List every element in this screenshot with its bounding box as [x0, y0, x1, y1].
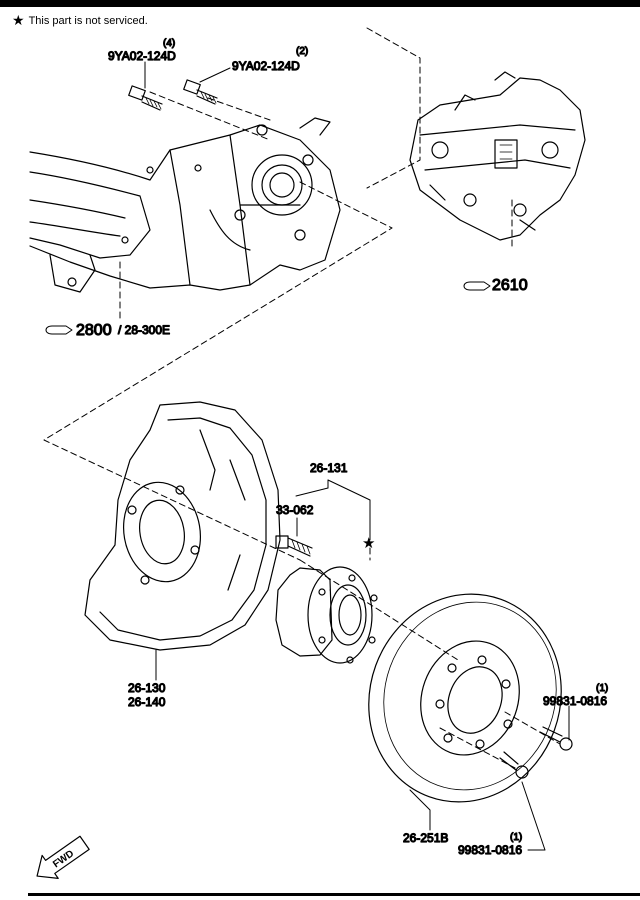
knuckle-ref-main: 2800 — [76, 322, 112, 339]
callout-leaders — [144, 61, 570, 851]
bolt-a-icon — [128, 85, 163, 111]
screw-b-icon — [499, 751, 529, 779]
caliper-icon — [409, 71, 586, 241]
dust-shield-label-1: 26-130 — [128, 681, 166, 695]
fwd-arrow-icon: FWD — [36, 835, 90, 879]
brake-disc-icon — [368, 593, 562, 803]
wheel-hub-icon — [275, 566, 378, 664]
hub-assembly-label: 26-131 — [310, 461, 348, 475]
disc-label: 26-251B — [403, 831, 448, 845]
star-icon: ★ — [362, 534, 375, 552]
hub-bolt-icon — [275, 535, 313, 557]
bolt-b-qty: (2) — [296, 46, 308, 57]
knuckle-ref: 2800 / 28-300E — [45, 321, 171, 340]
not-serviced-note: ★This part is not serviced. — [12, 12, 148, 29]
caliper-ref: 2610 — [463, 276, 528, 295]
screw-a-qty: (1) — [596, 683, 608, 694]
hub-bolt-label: 33-062 — [276, 503, 314, 517]
screw-b-qty: (1) — [510, 832, 522, 843]
bolt-b-icon — [183, 79, 218, 105]
bottom-border — [28, 893, 640, 896]
bolt-a-qty: (4) — [163, 38, 175, 49]
dust-shield-label-2: 26-140 — [128, 695, 166, 709]
top-border — [0, 0, 640, 7]
star-icon: ★ — [12, 12, 25, 28]
bolt-b-code: 9YA02-124D — [232, 59, 300, 73]
dust-shield-icon — [84, 401, 281, 651]
screw-a-icon — [539, 726, 573, 751]
screw-a-code: 99831-0816 — [543, 694, 607, 708]
knuckle-trailing-arm — [29, 117, 341, 293]
knuckle-ref-sub: / 28-300E — [118, 323, 170, 337]
screw-b-code: 99831-0816 — [458, 843, 522, 857]
bolt-a-code: 9YA02-124D — [108, 49, 176, 63]
caliper-ref-text: 2610 — [492, 277, 528, 294]
assembly-dashed-lines — [43, 27, 561, 769]
not-serviced-text: This part is not serviced. — [28, 15, 148, 27]
